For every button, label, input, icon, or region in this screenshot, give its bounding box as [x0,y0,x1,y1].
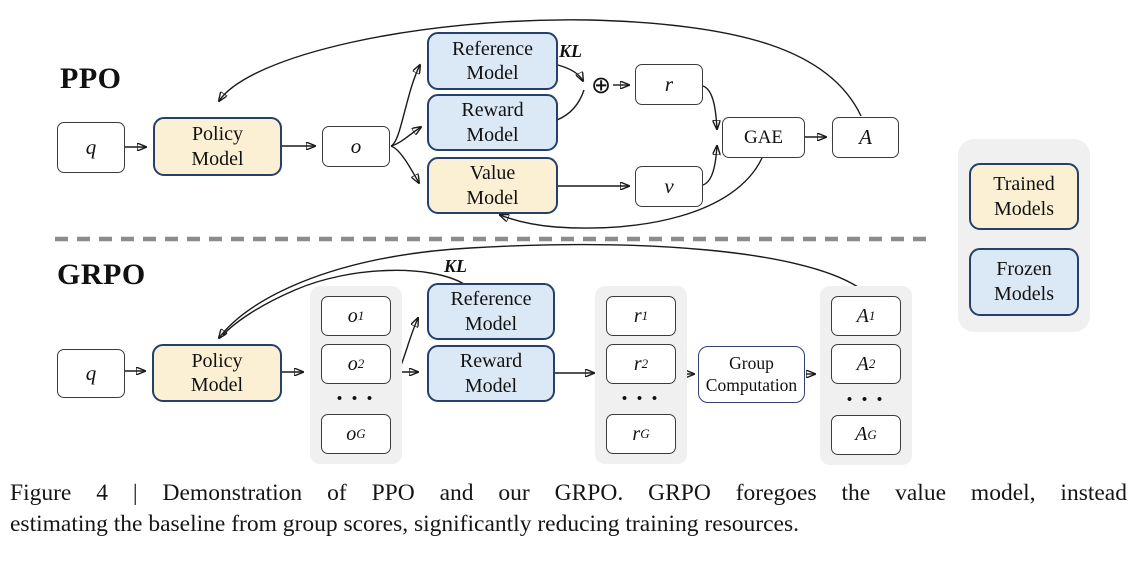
legend-trained-models: Trained Models [969,163,1079,230]
arrow-o-to-reference [390,65,420,147]
arrow-o-to-value [390,145,419,183]
kl-label-grpo: KL [444,256,468,276]
q-box-ppo: q [57,122,125,173]
arrow-r-to-gae [702,85,717,129]
ellipsis: • • • [621,391,661,407]
reward-model-box-ppo: Reward Model [427,94,558,151]
ppo-section-label: PPO [60,62,122,95]
v-box: v [635,166,703,207]
group-computation-box: Group Computation [698,346,805,403]
arrow-reference-to-sum-kl [557,64,583,81]
gae-box: GAE [722,117,805,158]
arrow-o-to-reward [390,127,421,147]
figure-caption: Figure 4 | Demonstration of PPO and our … [10,478,1127,540]
advantage-box: A [832,117,899,158]
legend-frozen-models: Frozen Models [969,248,1079,316]
caption-line-1: Figure 4 | Demonstration of PPO and our … [10,480,1127,506]
o-box: o [322,126,390,167]
policy-model-box-grpo: Policy Model [152,344,282,402]
arrow-reward-to-sum [556,89,585,121]
reference-model-box-grpo: Reference Model [427,283,555,340]
sum-symbol: ⊕ [590,71,612,99]
value-model-box: Value Model [427,157,558,214]
kl-label-ppo: KL [559,41,583,61]
q-box-grpo: q [57,349,125,398]
arrow-v-to-gae [702,146,717,186]
reference-model-box-ppo: Reference Model [427,32,558,90]
caption-line-2: estimating the baseline from group score… [10,511,799,537]
reward-model-box-grpo: Reward Model [427,345,555,402]
policy-model-box-ppo: Policy Model [153,117,282,176]
r-box: r [635,64,703,105]
ellipsis: • • • [336,391,376,407]
grpo-section-label: GRPO [57,258,146,291]
ellipsis: • • • [846,391,886,408]
